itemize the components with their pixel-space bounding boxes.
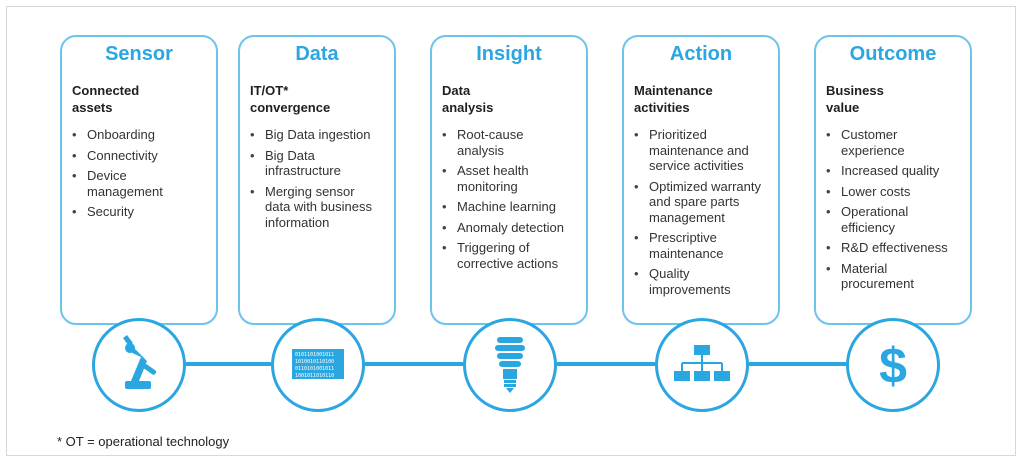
stage-title: Data — [295, 43, 339, 65]
svg-text:1010010110100: 1010010110100 — [295, 359, 334, 365]
stage-title: Action — [669, 43, 733, 65]
list-item: Triggering of corrective actions — [442, 240, 580, 271]
svg-text:$: $ — [879, 338, 907, 394]
stage-list: Customer experience Increased quality Lo… — [826, 127, 964, 297]
list-item: Increased quality — [826, 163, 964, 179]
stage-icon-circle: 0101101001011 1010010110100 011010100101… — [271, 318, 365, 412]
list-item: Machine learning — [442, 199, 580, 215]
svg-text:1001011010110: 1001011010110 — [295, 373, 334, 379]
list-item: Prioritized maintenance and service acti… — [634, 127, 772, 174]
stage-card-insight: Insight Data analysis Root-cause analysi… — [430, 35, 588, 325]
lightbulb-icon — [495, 337, 525, 393]
svg-text:0110101001011: 0110101001011 — [295, 366, 334, 372]
stage-subtitle: Maintenance activities — [634, 83, 713, 115]
list-item: Material procurement — [826, 261, 964, 292]
footnote: * OT = operational technology — [57, 434, 230, 449]
list-item: Device management — [72, 168, 210, 199]
dollar-sign-icon: $ — [879, 338, 907, 394]
stage-list: Big Data ingestion Big Data infrastructu… — [250, 127, 388, 235]
list-item: Anomaly detection — [442, 220, 580, 236]
list-item: Optimized warranty and spare parts manag… — [634, 179, 772, 226]
stage-icon-circle — [463, 318, 557, 412]
stage-icon-circle — [92, 318, 186, 412]
list-item: Customer experience — [826, 127, 964, 158]
list-item: Onboarding — [72, 127, 210, 143]
stage-list: Onboarding Connectivity Device managemen… — [72, 127, 210, 225]
stage-subtitle: Data analysis — [442, 83, 494, 115]
stage-icon-circle — [655, 318, 749, 412]
diagram-frame — [6, 6, 1016, 456]
list-item: Connectivity — [72, 148, 210, 164]
stage-title: Sensor — [105, 43, 173, 65]
stage-subtitle: IT/OT* convergence — [250, 83, 331, 115]
list-item: Root-cause analysis — [442, 127, 580, 158]
svg-text:0101101001011: 0101101001011 — [295, 352, 334, 358]
list-item: Lower costs — [826, 184, 964, 200]
stage-card-data: Data IT/OT* convergence Big Data ingesti… — [238, 35, 396, 325]
list-item: Merging sensor data with business inform… — [250, 184, 388, 231]
list-item: Big Data ingestion — [250, 127, 388, 143]
list-item: Security — [72, 204, 210, 220]
stage-subtitle: Business value — [826, 83, 884, 115]
list-item: Prescriptive maintenance — [634, 230, 772, 261]
stage-list: Root-cause analysis Asset health monitor… — [442, 127, 580, 276]
stage-icon-circle: $ — [846, 318, 940, 412]
list-item: Asset health monitoring — [442, 163, 580, 194]
stage-subtitle: Connected assets — [72, 83, 140, 115]
binary-data-icon: 0101101001011 1010010110100 011010100101… — [292, 349, 344, 379]
list-item: Operational efficiency — [826, 204, 964, 235]
stage-title: Insight — [476, 43, 542, 65]
stage-title: Outcome — [849, 43, 937, 65]
list-item: R&D effectiveness — [826, 240, 964, 256]
stage-card-outcome: Outcome Business value Customer experien… — [814, 35, 972, 325]
stage-list: Prioritized maintenance and service acti… — [634, 127, 772, 302]
list-item: Quality improvements — [634, 266, 772, 297]
org-chart-icon — [674, 345, 730, 381]
robot-arm-icon — [123, 335, 157, 389]
list-item: Big Data infrastructure — [250, 148, 388, 179]
stage-card-action: Action Maintenance activities Prioritize… — [622, 35, 780, 325]
stage-card-sensor: Sensor Connected assets Onboarding Conne… — [60, 35, 218, 325]
